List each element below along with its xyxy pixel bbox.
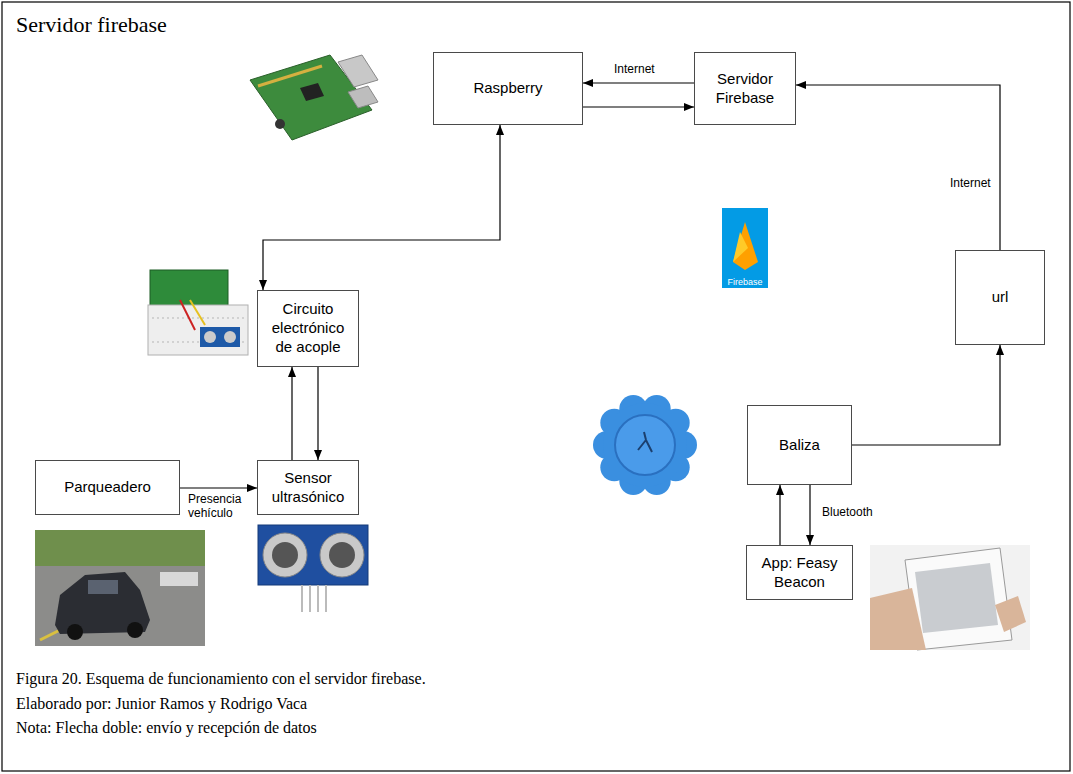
breadboard-prototype (190, 300, 205, 325)
figure-caption: Figura 20. Esquema de funcionamiento con… (16, 670, 426, 688)
connector-arrow (583, 82, 694, 83)
phone-photo (870, 545, 1030, 650)
box-label: Raspberry (473, 79, 542, 98)
logo-text: Firebase (722, 277, 768, 287)
parking-photo (160, 572, 198, 586)
ultrasonic-sensor-photo (325, 585, 327, 612)
raspberry-pi-board (348, 86, 378, 108)
box-label: url (992, 288, 1009, 307)
raspberry-pi-board (250, 55, 378, 140)
connector-arrow (796, 85, 1000, 250)
process-box: Raspberry (433, 52, 583, 125)
parking-photo (35, 530, 205, 646)
beacon-device (615, 415, 675, 475)
box-text-group: Raspberry (473, 79, 542, 98)
breadboard-prototype (224, 331, 236, 343)
parking-photo (35, 530, 205, 568)
process-box: App: Feasy Beacon (746, 545, 853, 600)
breadboard-prototype (152, 318, 244, 319)
phone-photo (870, 588, 926, 650)
breadboard-prototype (150, 270, 228, 310)
ultrasonic-sensor-photo (301, 585, 303, 612)
firebase-logo (733, 222, 758, 270)
box-text-group: Baliza (779, 436, 820, 455)
connector-arrow (809, 485, 810, 545)
ultrasonic-sensor-photo (309, 585, 311, 612)
edge-label: Bluetooth (820, 505, 875, 519)
process-box: Baliza (747, 405, 852, 485)
connector-arrow (852, 345, 1000, 445)
connector-arrow (317, 367, 318, 460)
process-box: Parqueadero (35, 460, 180, 515)
ultrasonic-sensor-photo (329, 542, 355, 568)
process-box: Sensor ultrasónico (257, 460, 359, 515)
connector-arrow (779, 485, 780, 545)
connector-arrow (180, 487, 257, 488)
box-text-group: App: Feasy Beacon (753, 554, 846, 592)
box-label: Sensor ultrasónico (264, 469, 352, 507)
firebase-logo (722, 208, 768, 288)
ultrasonic-sensor-photo (272, 542, 298, 568)
phone-photo (995, 596, 1026, 632)
parking-photo (67, 624, 83, 640)
caption-note: Elaborado por: Junior Ramos y Rodrigo Va… (16, 695, 307, 713)
process-box: Circuito electrónico de acople (257, 290, 359, 367)
connector-arrow (583, 106, 694, 107)
parking-photo (88, 580, 118, 594)
box-label: Parqueadero (64, 478, 151, 497)
beacon-device (638, 432, 652, 452)
ultrasonic-sensor-photo (263, 533, 307, 577)
box-text-group: Sensor ultrasónico (264, 469, 352, 507)
process-box: Servidor Firebase (694, 52, 796, 125)
firebase-logo (722, 208, 768, 288)
box-text-group: Servidor Firebase (701, 70, 789, 108)
raspberry-pi-board (300, 83, 324, 101)
connector-arrow (263, 125, 500, 290)
diagram-title: Servidor firebase (16, 12, 167, 38)
firebase-logo (733, 232, 748, 262)
edge-label: Presencia vehículo (186, 492, 256, 521)
beacon-device (603, 403, 687, 487)
box-label: App: Feasy Beacon (753, 554, 846, 592)
box-label: Baliza (779, 436, 820, 455)
box-text-group: Circuito electrónico de acople (264, 300, 352, 356)
connector-arrow (291, 367, 292, 460)
box-label: Servidor Firebase (701, 70, 789, 108)
edge-label: Internet (612, 62, 657, 76)
box-text-group: url (992, 288, 1009, 307)
breadboard-prototype (204, 331, 216, 343)
edge-label: Internet (948, 176, 993, 190)
phone-photo (915, 563, 998, 633)
ultrasonic-sensor-photo (320, 533, 364, 577)
box-text-group: Parqueadero (64, 478, 151, 497)
process-box: url (955, 250, 1045, 345)
parking-photo (35, 566, 205, 646)
raspberry-pi-board (258, 66, 322, 86)
breadboard-prototype (200, 327, 240, 347)
ultrasonic-sensor-photo (258, 525, 368, 612)
raspberry-pi-board (338, 55, 378, 87)
caption-note: Nota: Flecha doble: envío y recepción de… (16, 719, 317, 737)
phone-photo (870, 545, 1030, 650)
box-label: Circuito electrónico de acople (264, 300, 352, 356)
parking-photo (127, 622, 143, 638)
breadboard-prototype (148, 270, 248, 355)
raspberry-pi-board (275, 119, 285, 129)
ultrasonic-sensor-photo (317, 585, 319, 612)
beacon-device (593, 395, 697, 495)
ultrasonic-sensor-photo (258, 525, 368, 585)
